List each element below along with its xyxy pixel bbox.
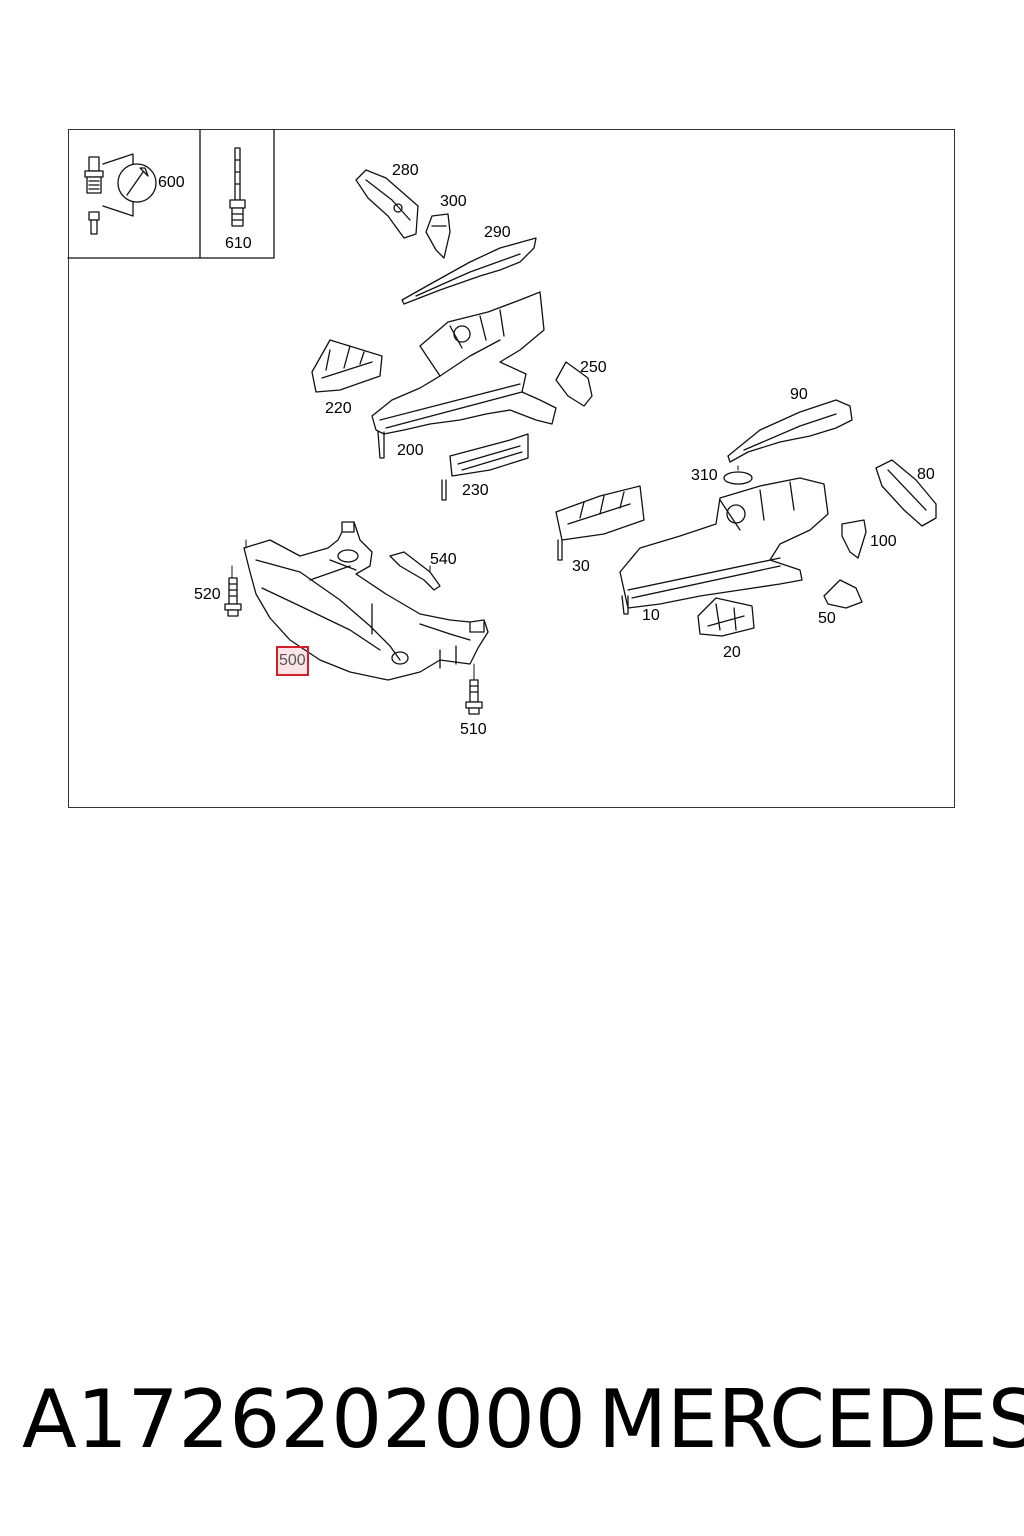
callout-500-selected[interactable]: 500 [276,646,309,676]
callout-90[interactable]: 90 [790,386,808,403]
part-230 [441,433,529,501]
brand-name: MERCEDES [598,1373,1024,1466]
callout-80[interactable]: 80 [917,466,935,483]
part-500-subframe [243,521,489,681]
part-50 [823,579,863,609]
part-100 [841,519,867,559]
callout-540[interactable]: 540 [430,551,457,568]
footer: A1726202000 MERCEDES [22,1370,1024,1470]
part-220 [311,339,383,393]
callout-610[interactable]: 610 [225,235,252,252]
callout-200[interactable]: 200 [397,442,424,459]
part-300 [425,213,451,259]
part-540 [389,551,441,591]
leader-lines [231,465,739,681]
callout-220[interactable]: 220 [325,400,352,417]
callout-100[interactable]: 100 [870,533,897,550]
part-10 [619,477,829,615]
bolt-510-icon [465,679,483,715]
inset-boxes [67,129,275,259]
bolt-600-icon [84,153,157,235]
callout-20[interactable]: 20 [723,644,741,661]
part-20 [697,597,755,637]
callout-280[interactable]: 280 [392,162,419,179]
part-80 [875,459,937,527]
callout-230[interactable]: 230 [462,482,489,499]
part-310 [723,471,753,485]
callout-600[interactable]: 600 [158,174,185,191]
callout-300[interactable]: 300 [440,193,467,210]
bolt-610-icon [229,147,246,227]
callout-30[interactable]: 30 [572,558,590,575]
part-90 [727,399,853,463]
part-number: A1726202000 [22,1373,586,1466]
diagram-frame [68,129,955,808]
part-280 [355,169,419,239]
part-200 [371,291,557,459]
part-30 [555,485,645,561]
callout-520[interactable]: 520 [194,586,221,603]
callout-10[interactable]: 10 [642,607,660,624]
callout-50[interactable]: 50 [818,610,836,627]
part-290 [401,237,537,305]
callout-310[interactable]: 310 [691,467,718,484]
callout-250[interactable]: 250 [580,359,607,376]
part-250 [555,361,593,407]
bolt-520-icon [224,577,242,617]
callout-510[interactable]: 510 [460,721,487,738]
callout-290[interactable]: 290 [484,224,511,241]
